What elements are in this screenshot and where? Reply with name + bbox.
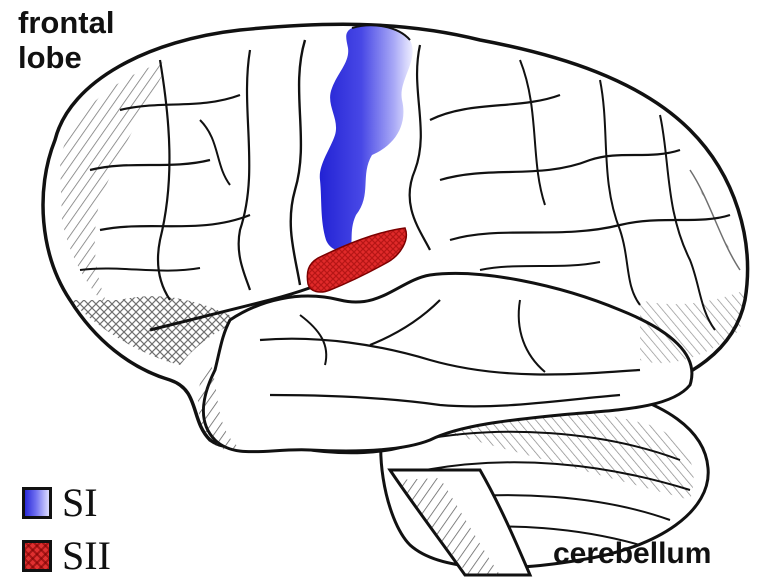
cerebellum-label: cerebellum xyxy=(553,537,711,571)
frontal-lobe-label: frontal lobe xyxy=(18,6,158,75)
legend-item-sii: SII xyxy=(22,535,111,577)
si-legend-label: SI xyxy=(62,483,98,523)
legend-item-si: SI xyxy=(22,482,98,524)
frontal-lobe-label-line1: frontal xyxy=(18,6,158,41)
sii-swatch xyxy=(22,540,52,572)
si-swatch xyxy=(22,487,52,519)
sii-legend-label: SII xyxy=(62,536,111,576)
frontal-lobe-label-line2: lobe xyxy=(18,41,158,76)
